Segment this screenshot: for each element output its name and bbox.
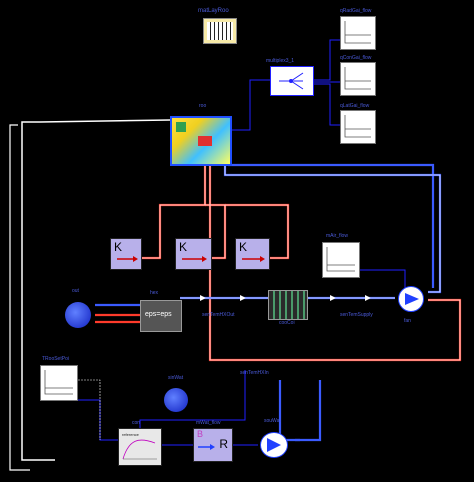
sentemhxin-label: senTemHXIn — [240, 370, 269, 376]
coocoi-label: cooCoi — [279, 320, 295, 326]
pump-icon — [267, 438, 281, 452]
mair-source[interactable] — [322, 242, 360, 278]
out-label: out — [72, 288, 79, 294]
qcongai-label: qConGai_flow — [340, 55, 372, 61]
multiplex-icon — [279, 72, 304, 90]
out-boundary[interactable] — [65, 302, 91, 328]
k-label: K — [179, 240, 188, 254]
matlayroo-label: matLayRoo — [198, 8, 229, 14]
troosetpoi-label: TRooSetPoi — [42, 356, 69, 362]
souwat-pump[interactable] — [260, 432, 288, 458]
sinwat-boundary[interactable] — [164, 388, 188, 412]
room-block[interactable] — [170, 116, 232, 166]
room-label: roo — [199, 103, 207, 109]
red-pipe-highlight — [140, 158, 461, 361]
room-cold-zone — [176, 122, 186, 132]
k-block-3[interactable]: K — [235, 238, 270, 270]
controller-text: reference — [122, 432, 139, 437]
con-label: con — [132, 420, 141, 426]
plot-icon — [344, 67, 371, 90]
controller-block[interactable]: reference — [118, 428, 162, 466]
mwat-r-label: R — [219, 437, 228, 451]
mwat-b-label: B — [197, 429, 204, 439]
hex-block[interactable]: eps=eps — [140, 300, 182, 332]
sentemhxout-label: senTemHXOut — [202, 312, 235, 318]
hex-eps-label: eps=eps — [145, 311, 172, 318]
arrow-icon — [242, 256, 265, 262]
arrow-icon — [117, 256, 138, 262]
room-hot-zone — [198, 136, 212, 146]
sentemsupply-label: senTemSupply — [340, 312, 373, 318]
layer-pattern-icon — [207, 22, 233, 40]
matlayroo-block[interactable] — [203, 18, 237, 44]
qlatgai-label: qLatGai_flow — [340, 103, 370, 109]
plot-icon — [326, 247, 355, 272]
fan-label: fan — [404, 318, 411, 324]
mwat-block[interactable]: B R — [193, 428, 233, 462]
controller-curve-icon — [122, 439, 157, 460]
heat-port-wire-2 — [9, 124, 30, 471]
fan-icon — [405, 293, 419, 305]
arrow-icon — [198, 444, 215, 450]
multiplex-label: multiplex3_1 — [266, 58, 295, 64]
qradgai-label: qRadGai_flow — [340, 8, 372, 14]
signal-wire-white — [75, 379, 101, 440]
k-label: K — [114, 240, 123, 254]
arrow-icon — [182, 256, 207, 262]
plot-icon — [344, 21, 371, 44]
k-block-2[interactable]: K — [175, 238, 212, 270]
hex-label: hex — [150, 290, 159, 296]
souwat-label: souWat — [264, 418, 281, 424]
k-block-1[interactable]: K — [110, 238, 142, 270]
plot-icon — [44, 370, 73, 395]
cooling-coil-block[interactable] — [268, 290, 308, 320]
fan-block[interactable] — [398, 286, 424, 312]
plot-icon — [344, 115, 371, 138]
blue-pipe-highlight — [180, 160, 441, 299]
troosetpoi-source[interactable] — [40, 365, 78, 401]
k-label: K — [239, 240, 248, 254]
qlatgai-plot[interactable] — [340, 110, 376, 144]
qradgai-plot[interactable] — [340, 16, 376, 50]
multiplex-block[interactable] — [270, 66, 314, 96]
flow-arrows — [200, 295, 371, 301]
heat-port-wire — [21, 119, 171, 461]
qcongai-plot[interactable] — [340, 62, 376, 96]
mwat-label: mWat_flow — [196, 420, 221, 426]
mair-label: mAir_flow — [326, 233, 348, 239]
sinwat-label: sinWat — [168, 375, 184, 381]
